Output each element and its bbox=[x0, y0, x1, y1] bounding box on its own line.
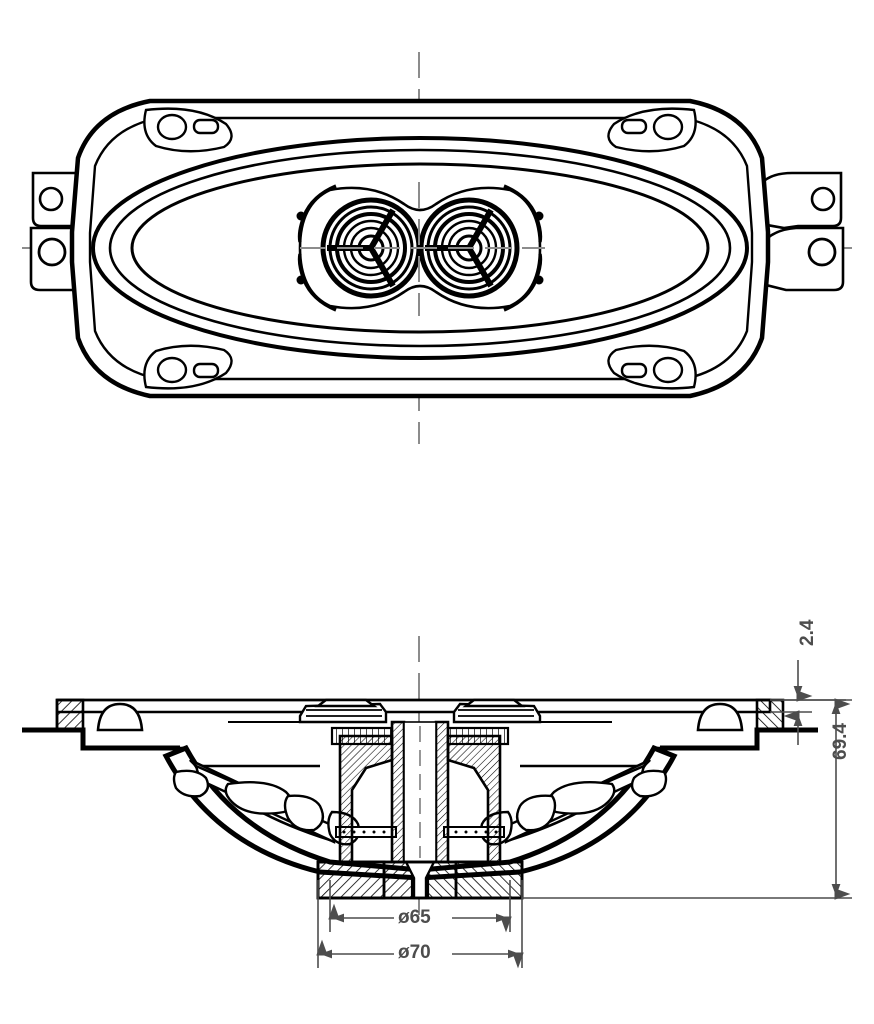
pole-piece-left-wall bbox=[390, 720, 406, 864]
corner-boss-bottom-left bbox=[143, 344, 233, 390]
dimension-arrowheads bbox=[320, 686, 841, 959]
gasket-hatch-right bbox=[755, 698, 785, 732]
frame-datum-line-left bbox=[22, 727, 180, 751]
surround-roll-right bbox=[696, 702, 744, 732]
boss-slot-bottom-right bbox=[620, 362, 648, 379]
coil-plate-left bbox=[330, 726, 394, 746]
vent-cutout bbox=[630, 769, 668, 798]
mount-hole-right-upper bbox=[810, 186, 836, 212]
vent-cutout bbox=[283, 794, 325, 832]
magnet-pole-plate-right bbox=[426, 860, 458, 900]
boss-slot-bottom-left bbox=[192, 362, 220, 379]
mount-tab-right-upper bbox=[748, 171, 843, 230]
vent-cutout bbox=[515, 794, 557, 832]
surround-roll-left bbox=[96, 702, 144, 732]
section-view bbox=[22, 636, 818, 915]
arrow-d70-right bbox=[508, 949, 520, 959]
boss-hole-bottom-left bbox=[156, 356, 188, 384]
dimension-label-bore-outer: ø70 bbox=[398, 942, 431, 963]
corner-boss-top-left bbox=[143, 107, 233, 153]
pole-piece-right-wall bbox=[434, 720, 450, 864]
arrow-69p4-down bbox=[831, 884, 841, 896]
arrow-d70-left bbox=[320, 949, 332, 959]
frame-datum-line-right bbox=[660, 727, 818, 751]
wire-guard-right-pin-top bbox=[534, 211, 544, 221]
wire-guard-left-pin-bottom bbox=[296, 275, 306, 285]
boss-hole-top-right bbox=[652, 113, 684, 141]
tweeter-right bbox=[418, 197, 520, 299]
mount-hole-right-lower bbox=[807, 237, 837, 267]
basket-underside-left bbox=[83, 746, 320, 768]
corner-boss-top-right bbox=[607, 107, 697, 153]
arrow-69p4-up bbox=[831, 702, 841, 714]
boss-slot-top-left bbox=[192, 118, 220, 135]
motor-yoke-left bbox=[338, 734, 394, 864]
basket-underside-right bbox=[520, 746, 757, 768]
arrow-2p4-down bbox=[793, 686, 803, 698]
dimension-label-thickness: 2.4 bbox=[797, 619, 818, 646]
boss-slot-top-right bbox=[620, 118, 648, 135]
arrow-d65-left bbox=[332, 913, 344, 923]
boss-hole-bottom-right bbox=[652, 356, 684, 384]
magnet-block-right bbox=[454, 860, 524, 900]
gasket-hatch-left bbox=[55, 698, 85, 732]
dimension-label-height: 69.4 bbox=[830, 723, 851, 760]
wire-guard-left-pin-top bbox=[296, 211, 306, 221]
wire-guard-right-pin-bottom bbox=[534, 275, 544, 285]
mount-hole-left-upper bbox=[38, 186, 64, 212]
mount-hole-left-lower bbox=[37, 237, 67, 267]
plan-centerline-overlay bbox=[300, 182, 545, 316]
plan-view bbox=[22, 52, 852, 444]
tweeter-left bbox=[320, 197, 422, 299]
pole-piece-core bbox=[403, 721, 437, 863]
corner-boss-bottom-right bbox=[607, 344, 697, 390]
tweeter-section-right bbox=[452, 698, 542, 724]
tweeter-section-left bbox=[298, 698, 388, 724]
vent-cutout bbox=[224, 781, 293, 815]
boss-hole-top-left bbox=[156, 113, 188, 141]
dimension-label-bore-inner: ø65 bbox=[398, 907, 431, 928]
arrow-2p4-up bbox=[793, 714, 803, 726]
tweeter-section-detail bbox=[306, 709, 534, 717]
coil-plate-right bbox=[446, 726, 510, 746]
motor-yoke-right bbox=[446, 734, 502, 864]
vent-cutout bbox=[547, 781, 616, 815]
magnet-block-left bbox=[316, 860, 386, 900]
arrow-d65-right bbox=[496, 913, 508, 923]
vent-cutout bbox=[172, 769, 210, 798]
